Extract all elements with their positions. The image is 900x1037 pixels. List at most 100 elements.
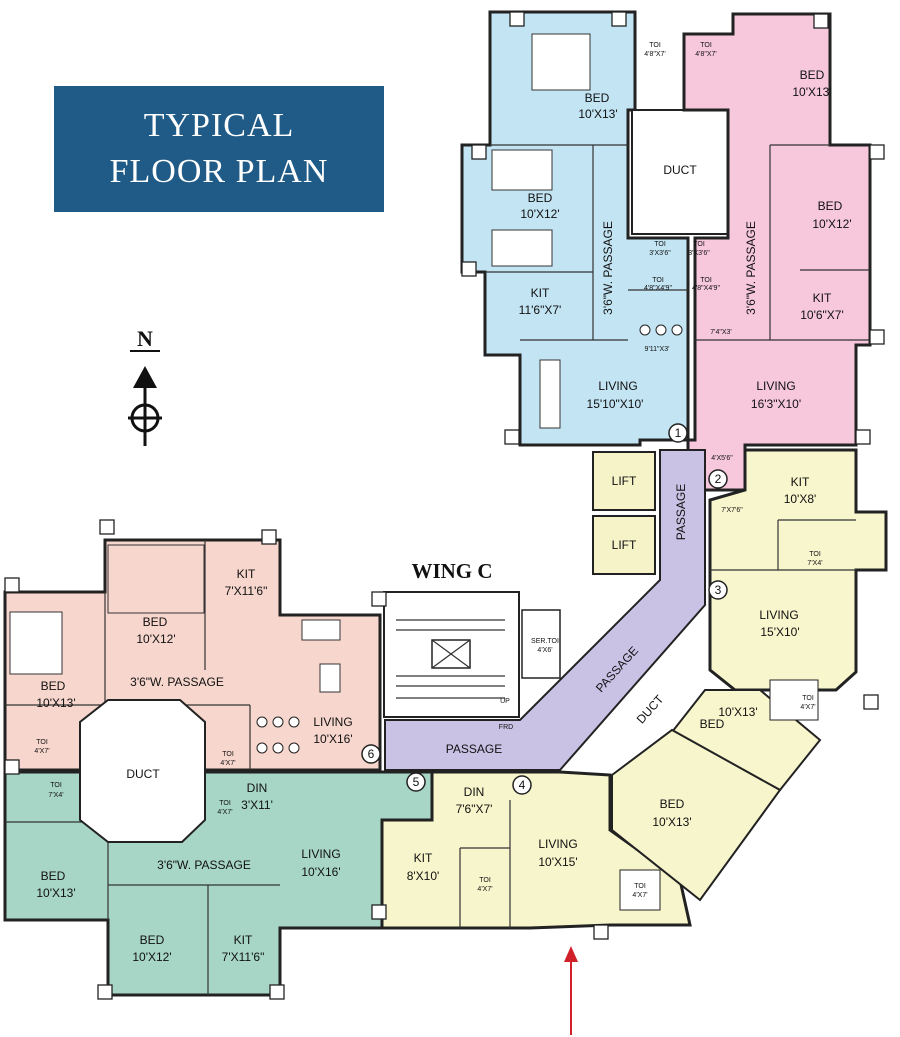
f2-toi2-size: 3'X3'6" — [688, 250, 710, 257]
lift-1-label: LIFT — [612, 474, 637, 488]
flat-2-outline — [682, 12, 872, 492]
chair-icon — [639, 324, 651, 336]
f5-toi2-name: TOI — [50, 782, 62, 789]
flat-number-5: 5 — [413, 775, 420, 789]
f2-bed1-size: 10'X13' — [792, 85, 831, 99]
f1-living-name: LIVING — [598, 379, 637, 393]
f1-toi1-size: 4'8"X7' — [644, 51, 666, 58]
passage-vertical: PASSAGE — [674, 484, 688, 540]
flat-1-outline — [460, 10, 690, 447]
lift-1 — [592, 451, 656, 511]
flat-2-area — [684, 14, 870, 490]
flat-3-outline — [708, 448, 888, 692]
f4-bed-area — [611, 728, 782, 902]
f3-toi-name: TOI — [809, 551, 821, 558]
chair-icon — [671, 324, 683, 336]
f6-bed2-name: BED — [41, 679, 66, 693]
f3-bed1-name: BED — [700, 717, 725, 731]
columns — [4, 11, 885, 1000]
f4-living-size: 10'X15' — [538, 855, 577, 869]
f1-toi1-name: TOI — [649, 42, 661, 49]
bed-furniture-icon — [491, 229, 553, 267]
flat-number-6: 6 — [368, 747, 375, 761]
ser-toi-size: 4'X6' — [537, 647, 552, 654]
chair-icon — [288, 742, 300, 754]
title-banner: TYPICAL FLOOR PLAN — [54, 86, 384, 212]
f4-din-size: 7'6"X7' — [456, 802, 493, 816]
f5-toi-name: TOI — [219, 800, 231, 807]
wing-label: WING C — [411, 559, 492, 583]
f1-toi2-size: 3'X3'6" — [649, 250, 671, 257]
f5-toi2-size: 7'X4' — [48, 792, 63, 799]
f2-living-name: LIVING — [756, 379, 795, 393]
title-line-1: TYPICAL — [143, 107, 295, 144]
service-toilet — [521, 609, 561, 679]
f3-din: 7'X7'6" — [721, 507, 743, 514]
f1-toi3-size: 4'8"X4'9" — [644, 285, 672, 292]
passage-horizontal: PASSAGE — [446, 742, 502, 756]
f6-toi2-size: 4'X7' — [34, 748, 49, 755]
f6-bed1-name: BED — [143, 615, 168, 629]
chair-icon — [272, 716, 284, 728]
bed-furniture-icon — [531, 33, 591, 91]
f4-toi2-name: TOI — [479, 877, 491, 884]
f6-kit-name: KIT — [237, 567, 256, 581]
f1-living-size: 15'10"X10' — [587, 397, 644, 411]
f5-living-name: LIVING — [301, 847, 340, 861]
f4-toi-size: 4'X7' — [632, 892, 647, 899]
flat-3: KIT 10'X8' 7'X7'6" TOI 7'X4' LIVING 15'X… — [708, 448, 888, 692]
sofa-icon — [301, 619, 341, 641]
f4-kit-name: KIT — [414, 851, 433, 865]
flat-1: BED 10'X13' BED 10'X12' KIT 11'6"X7' LIV… — [460, 10, 690, 447]
f2-kit-name: KIT — [813, 291, 832, 305]
f6-kit-size: 7'X11'6" — [225, 584, 268, 598]
f4-kit-size: 8'X10' — [407, 869, 440, 883]
chair-icon — [256, 716, 268, 728]
flat-6-outline — [3, 538, 382, 772]
f3-toi-size: 7'X4' — [807, 560, 822, 567]
f3-living-name: LIVING — [759, 608, 798, 622]
flat-number-2: 2 — [715, 472, 722, 486]
ser-toi-name: SER.TOI — [531, 638, 559, 645]
f1-kit-size: 11'6"X7' — [519, 303, 562, 317]
duct-top — [631, 109, 729, 235]
staircase: UP — [383, 591, 520, 718]
bed-furniture-icon — [9, 611, 63, 675]
chair-icon — [288, 716, 300, 728]
f6-bed2-size: 10'X13' — [36, 696, 75, 710]
f1-bed2-name: BED — [528, 191, 553, 205]
f1-bed1-name: BED — [585, 91, 610, 105]
duct-low — [79, 699, 206, 843]
chair-icon — [256, 742, 268, 754]
f4-bed-name: BED — [660, 797, 685, 811]
f2-living-size: 16'3"X10' — [751, 397, 801, 411]
f3-kit-size: 10'X8' — [784, 492, 817, 506]
f5-bed2-name: BED — [140, 933, 165, 947]
f4-toi2-size: 4'X7' — [477, 886, 492, 893]
duct-low-label: DUCT — [126, 767, 160, 781]
f5-passage: 3'6"W. PASSAGE — [157, 858, 251, 872]
f2-foyer: 4'X5'6" — [711, 455, 733, 462]
f6-living-size: 10'X16' — [313, 732, 352, 746]
flat-4-bedroom: BED 10'X13' TOI 4'X7' — [611, 728, 782, 911]
duct-mid: DUCT — [634, 692, 667, 727]
f3-living-size: 15'X10' — [760, 625, 799, 639]
f2-passage: 3'6"W. PASSAGE — [744, 221, 758, 315]
f3-toilet — [769, 679, 819, 721]
f2-bed1-name: BED — [800, 68, 825, 82]
flat-5-outline — [3, 770, 434, 997]
flat-5: DIN 3'X11' LIVING 10'X16' 3'6"W. PASSAGE… — [3, 770, 434, 997]
f1-bed1-size: 10'X13' — [578, 107, 617, 121]
title-line-2: FLOOR PLAN — [109, 153, 329, 190]
north-arrow-icon — [133, 366, 157, 388]
f2-toi1-size: 4'8"X7' — [695, 51, 717, 58]
f6-toi2-name: TOI — [36, 739, 48, 746]
f6-toi-name: TOI — [222, 751, 234, 758]
f1-bed2-size: 10'X12' — [520, 207, 559, 221]
bed-furniture-icon — [491, 149, 553, 191]
table-icon — [319, 663, 341, 693]
f5-din-size: 3'X11' — [241, 798, 273, 812]
f4-living-name: LIVING — [538, 837, 577, 851]
f4-toilet — [619, 869, 661, 911]
